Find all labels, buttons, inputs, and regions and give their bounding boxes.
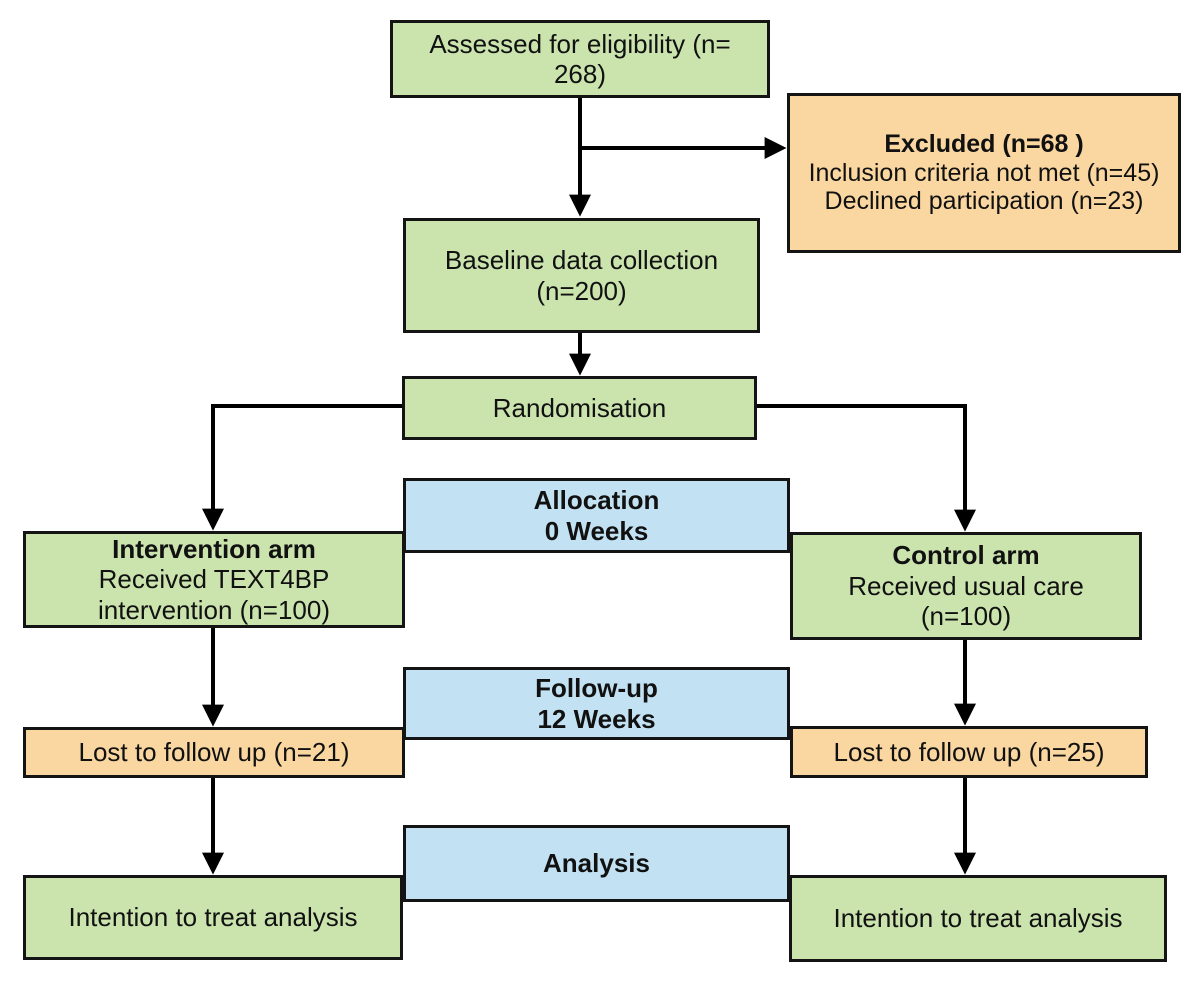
itt-intervention-box: Intention to treat analysis xyxy=(23,875,403,960)
excluded-title: Excluded (n=68 ) xyxy=(884,130,1084,159)
control-arm-line-1: Received usual care (n=100) xyxy=(848,570,1084,632)
intervention-arm-line-2: intervention (n=100) xyxy=(98,594,330,625)
allocation-title: Allocation xyxy=(533,485,660,516)
randomisation-box: Randomisation xyxy=(402,376,757,440)
intervention-arm-box: Intervention arm Received TEXT4BP interv… xyxy=(23,531,405,628)
control-arm-title: Control arm xyxy=(892,540,1040,571)
itt-control-text: Intention to treat analysis xyxy=(833,903,1123,934)
excluded-line-inclusion: Inclusion criteria not met (n=45) xyxy=(808,158,1160,187)
excluded-box: Excluded (n=68 ) Inclusion criteria not … xyxy=(787,93,1181,253)
assessed-box: Assessed for eligibility (n= 268) xyxy=(390,20,770,98)
baseline-line-1: Baseline data collection xyxy=(444,245,719,276)
itt-intervention-text: Intention to treat analysis xyxy=(68,902,358,933)
analysis-title: Analysis xyxy=(543,848,650,879)
randomisation-text: Randomisation xyxy=(492,392,667,423)
allocation-weeks: 0 Weeks xyxy=(544,515,649,546)
allocation-stage-box: Allocation 0 Weeks xyxy=(403,478,790,553)
followup-title: Follow-up xyxy=(535,673,658,704)
lost-followup-intervention-text: Lost to follow up (n=21) xyxy=(78,737,350,768)
baseline-box: Baseline data collection (n=200) xyxy=(403,218,760,333)
followup-weeks: 12 Weeks xyxy=(537,703,656,734)
excluded-line-declined: Declined participation (n=23) xyxy=(824,187,1144,216)
lost-followup-control-text: Lost to follow up (n=25) xyxy=(833,736,1105,767)
followup-stage-box: Follow-up 12 Weeks xyxy=(403,667,790,740)
itt-control-box: Intention to treat analysis xyxy=(789,875,1167,962)
arrow-randomisation-to-control xyxy=(757,404,976,532)
baseline-line-2: (n=200) xyxy=(536,275,627,306)
intervention-arm-title: Intervention arm xyxy=(112,533,316,564)
arrow-randomisation-to-intervention xyxy=(202,404,402,531)
analysis-stage-box: Analysis xyxy=(403,825,790,902)
control-arm-box: Control arm Received usual care (n=100) xyxy=(790,532,1142,640)
assessed-text: Assessed for eligibility (n= 268) xyxy=(429,28,731,89)
lost-followup-intervention-box: Lost to follow up (n=21) xyxy=(23,727,405,778)
intervention-arm-line-1: Received TEXT4BP xyxy=(98,564,330,595)
lost-followup-control-box: Lost to follow up (n=25) xyxy=(790,726,1148,778)
